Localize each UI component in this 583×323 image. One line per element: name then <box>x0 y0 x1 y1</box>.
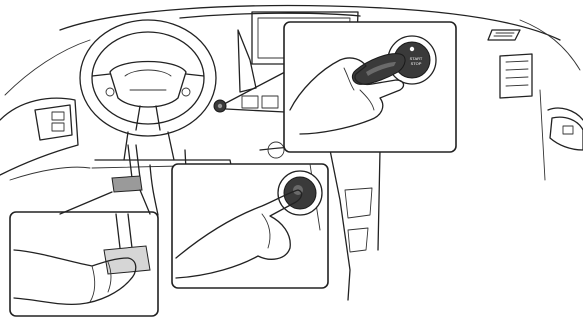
brake-pedal <box>112 145 142 192</box>
button-press-inset <box>172 164 328 288</box>
stop-label: STOP <box>411 61 422 66</box>
air-vent <box>488 30 532 98</box>
door-panel <box>0 98 90 180</box>
steering-wheel <box>80 20 216 160</box>
key-fob-inset: START STOP <box>284 22 456 152</box>
door-panel-right <box>540 90 583 180</box>
foot-pedal-inset <box>10 190 158 316</box>
